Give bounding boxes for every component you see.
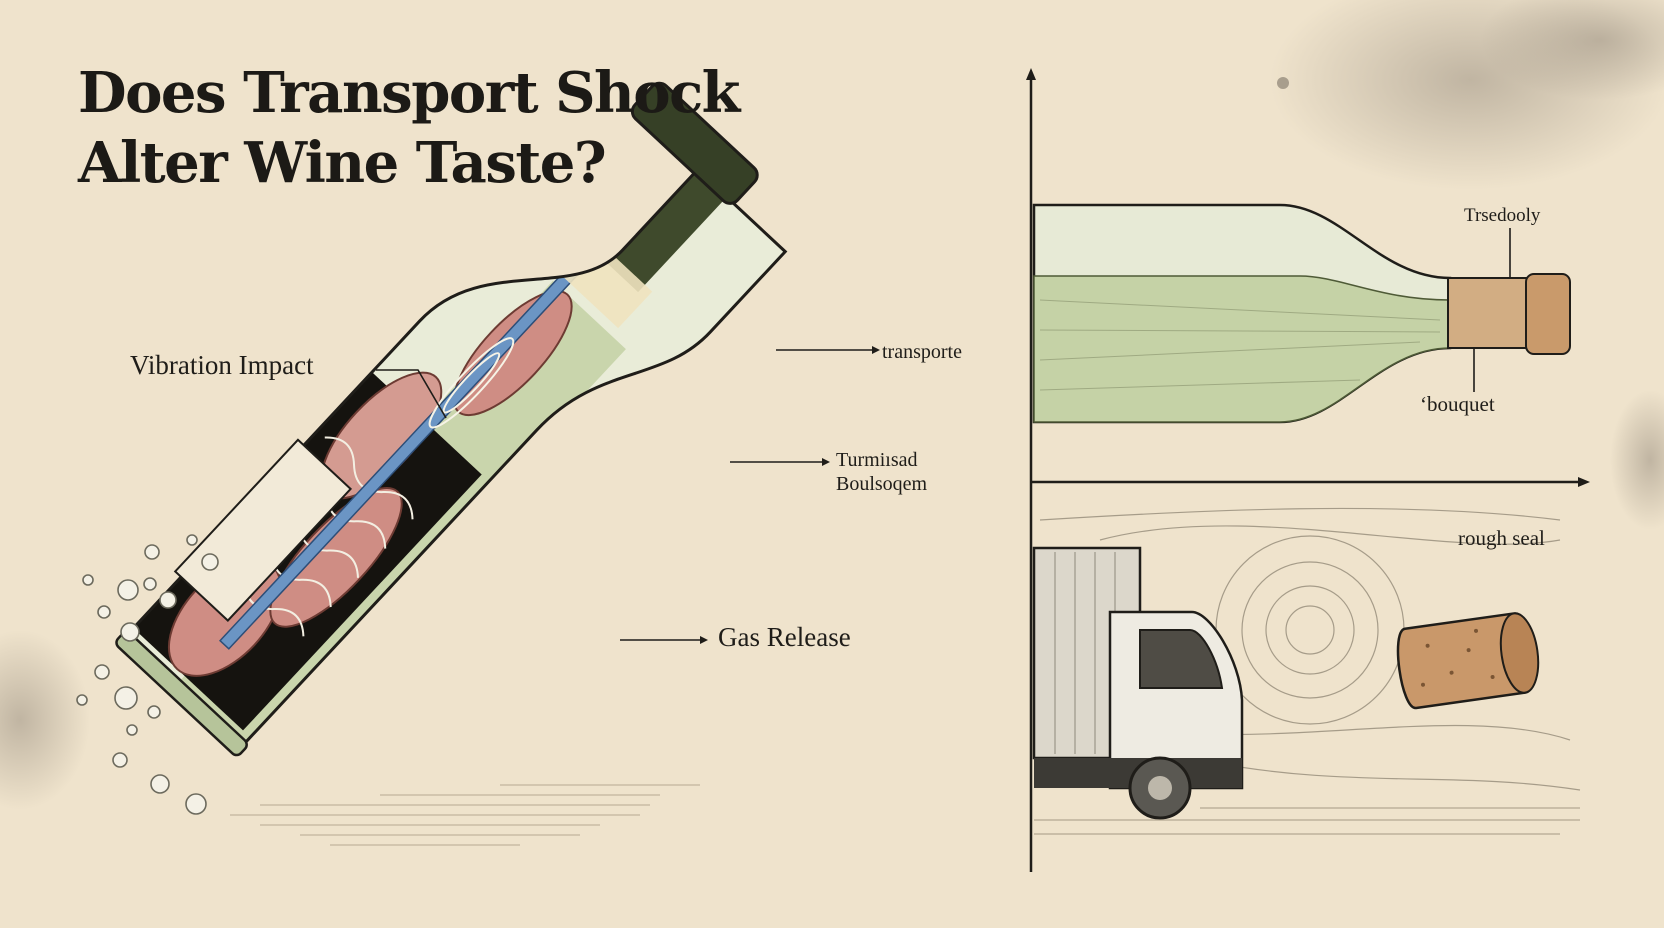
cork-icon (1396, 612, 1540, 710)
label-turmoil: Turmiısad Boulsoqem (836, 448, 927, 496)
road-lines (1034, 807, 1580, 835)
paper-stains (0, 0, 1664, 810)
horizontal-bottle-icon (1032, 203, 1571, 424)
axis-arrow-right (1578, 477, 1590, 487)
label-turmoil-line-1: Turmiısad (836, 449, 918, 471)
title-line-2: Alter Wine Taste? (78, 130, 607, 196)
label-rough-seal: rough seal (1458, 526, 1545, 550)
label-gas-release: Gas Release (718, 622, 851, 652)
panel-axes (1029, 78, 1580, 872)
label-top-right: Trsedooly (1464, 205, 1541, 226)
leader-arrowheads (700, 346, 880, 644)
bubbles-icon (76, 534, 219, 815)
axis-arrow-up (1026, 68, 1036, 80)
label-turmoil-line-2: Boulsoqem (836, 473, 928, 495)
label-bouquet: ‘bouquet (1420, 392, 1495, 416)
page-title: Does Transport Shock Alter Wine Taste? (78, 58, 740, 198)
label-transported: transporte (882, 341, 962, 363)
title-line-1: Does Transport Shock (78, 60, 740, 126)
label-vibration-impact: Vibration Impact (130, 350, 314, 380)
wine-bottle-icon (115, 81, 788, 786)
delivery-truck-icon (1032, 546, 1244, 820)
leader-lines (376, 349, 872, 641)
leader-lines-right (1473, 228, 1511, 392)
ground-shading (230, 784, 700, 846)
